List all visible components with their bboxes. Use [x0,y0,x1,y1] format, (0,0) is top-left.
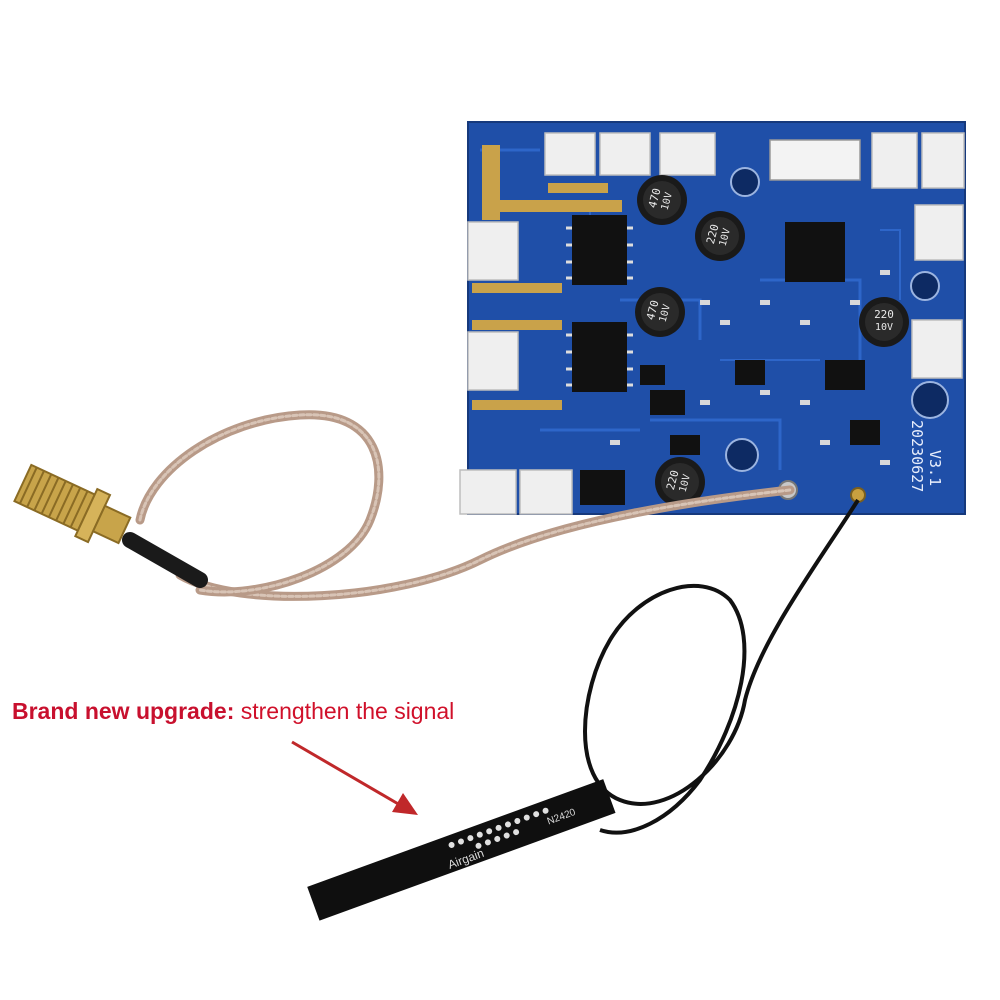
capacitor-value: 220 [874,308,894,321]
capacitors: 470 10V 220 10V 470 10V 220 10V 220 [635,175,909,507]
capacitor: 220 10V [655,457,705,507]
ipex-connector [850,487,866,503]
board-version-label: V3.1 [926,450,944,486]
pcb-antenna: Airgain N2420 [307,779,616,921]
capacitor: 220 10V [859,297,909,347]
ribbon-connector [769,139,861,181]
ic-chips [572,215,880,505]
caption-text: strengthen the signal [234,698,455,724]
capacitor-voltage: 10V [678,473,693,493]
sma-connector [13,463,208,588]
board-date-code: 20230627 [908,420,926,492]
antenna-cable [583,498,860,835]
capacitor-voltage: 10V [658,303,673,323]
capacitor-voltage: 10V [875,322,893,333]
capacitor-value: 470 [644,299,662,322]
connector-row-top [544,132,965,189]
capacitor-value: 220 [664,469,682,492]
pcb-antenna-trace [472,145,622,410]
capacitor: 220 10V [695,211,745,261]
pointer-arrow [291,740,418,815]
capacitor-value: 470 [646,187,664,210]
mounting-holes [725,167,949,472]
control-board: 470 10V 220 10V 470 10V 220 10V 220 [459,121,966,515]
connector-column-left [459,221,573,515]
capacitor: 470 10V [635,287,685,337]
connector-column-right [911,204,964,379]
caption: Brand new upgrade: strengthen the signal [12,698,454,725]
capacitor: 470 10V [637,175,687,225]
capacitor-value: 220 [704,223,722,246]
capacitor-voltage: 10V [718,227,733,247]
coax-cable [135,410,795,601]
caption-highlight: Brand new upgrade: [12,698,235,724]
capacitor-voltage: 10V [660,191,675,211]
